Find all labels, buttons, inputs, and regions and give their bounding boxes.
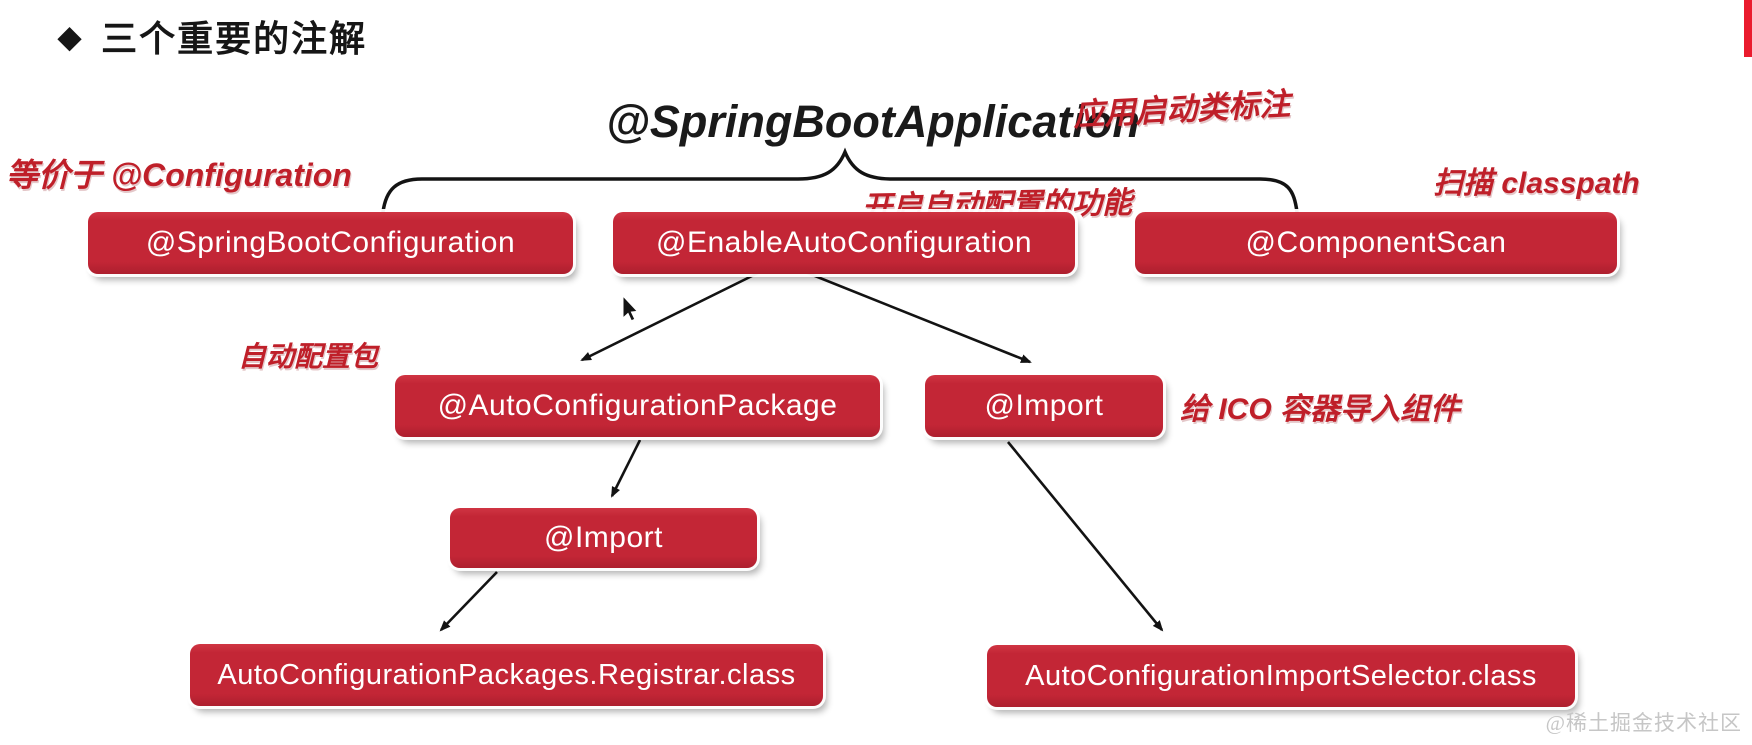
node-import-lower: @Import bbox=[450, 508, 757, 568]
node-auto-configuration-package: @AutoConfigurationPackage bbox=[395, 375, 880, 437]
arrow-import-to-selector bbox=[1006, 441, 1164, 632]
diamond-icon: ◆ bbox=[58, 20, 84, 54]
callout-scan-classpath: 扫描 classpath bbox=[1433, 167, 1640, 200]
arrow-enableauto-to-import bbox=[789, 264, 1032, 364]
watermark: @稀土掘金技术社区 bbox=[1545, 711, 1742, 735]
arrow-enableauto-to-autoconfigpackage bbox=[580, 270, 761, 362]
node-enable-auto-configuration: @EnableAutoConfiguration bbox=[613, 212, 1075, 274]
callout-import-to-container: 给 ICO 容器导入组件 bbox=[1180, 393, 1461, 426]
mouse-cursor-icon bbox=[622, 294, 639, 322]
root-annotation-heading: @SpringBootApplication bbox=[606, 96, 1140, 147]
node-registrar-class: AutoConfigurationPackages.Registrar.clas… bbox=[190, 644, 823, 706]
callout-app-startup: 应用启动类标注 bbox=[1072, 86, 1291, 133]
node-import-selector-class: AutoConfigurationImportSelector.class bbox=[987, 645, 1575, 707]
node-component-scan: @ComponentScan bbox=[1135, 212, 1617, 274]
edge-red-bar bbox=[1744, 0, 1752, 57]
node-import-upper: @Import bbox=[925, 375, 1163, 437]
arrow-import-to-registrar bbox=[439, 571, 498, 632]
callout-equivalent-configuration: 等价于 @Configuration bbox=[6, 157, 352, 193]
page-title-text: 三个重要的注解 bbox=[101, 18, 368, 59]
callout-auto-config-package: 自动配置包 bbox=[238, 341, 379, 372]
page-title: ◆ 三个重要的注解 bbox=[58, 10, 367, 62]
node-spring-boot-configuration: @SpringBootConfiguration bbox=[88, 212, 573, 274]
grouping-brace bbox=[381, 147, 1299, 214]
arrow-autoconfigpackage-to-import bbox=[610, 439, 642, 498]
